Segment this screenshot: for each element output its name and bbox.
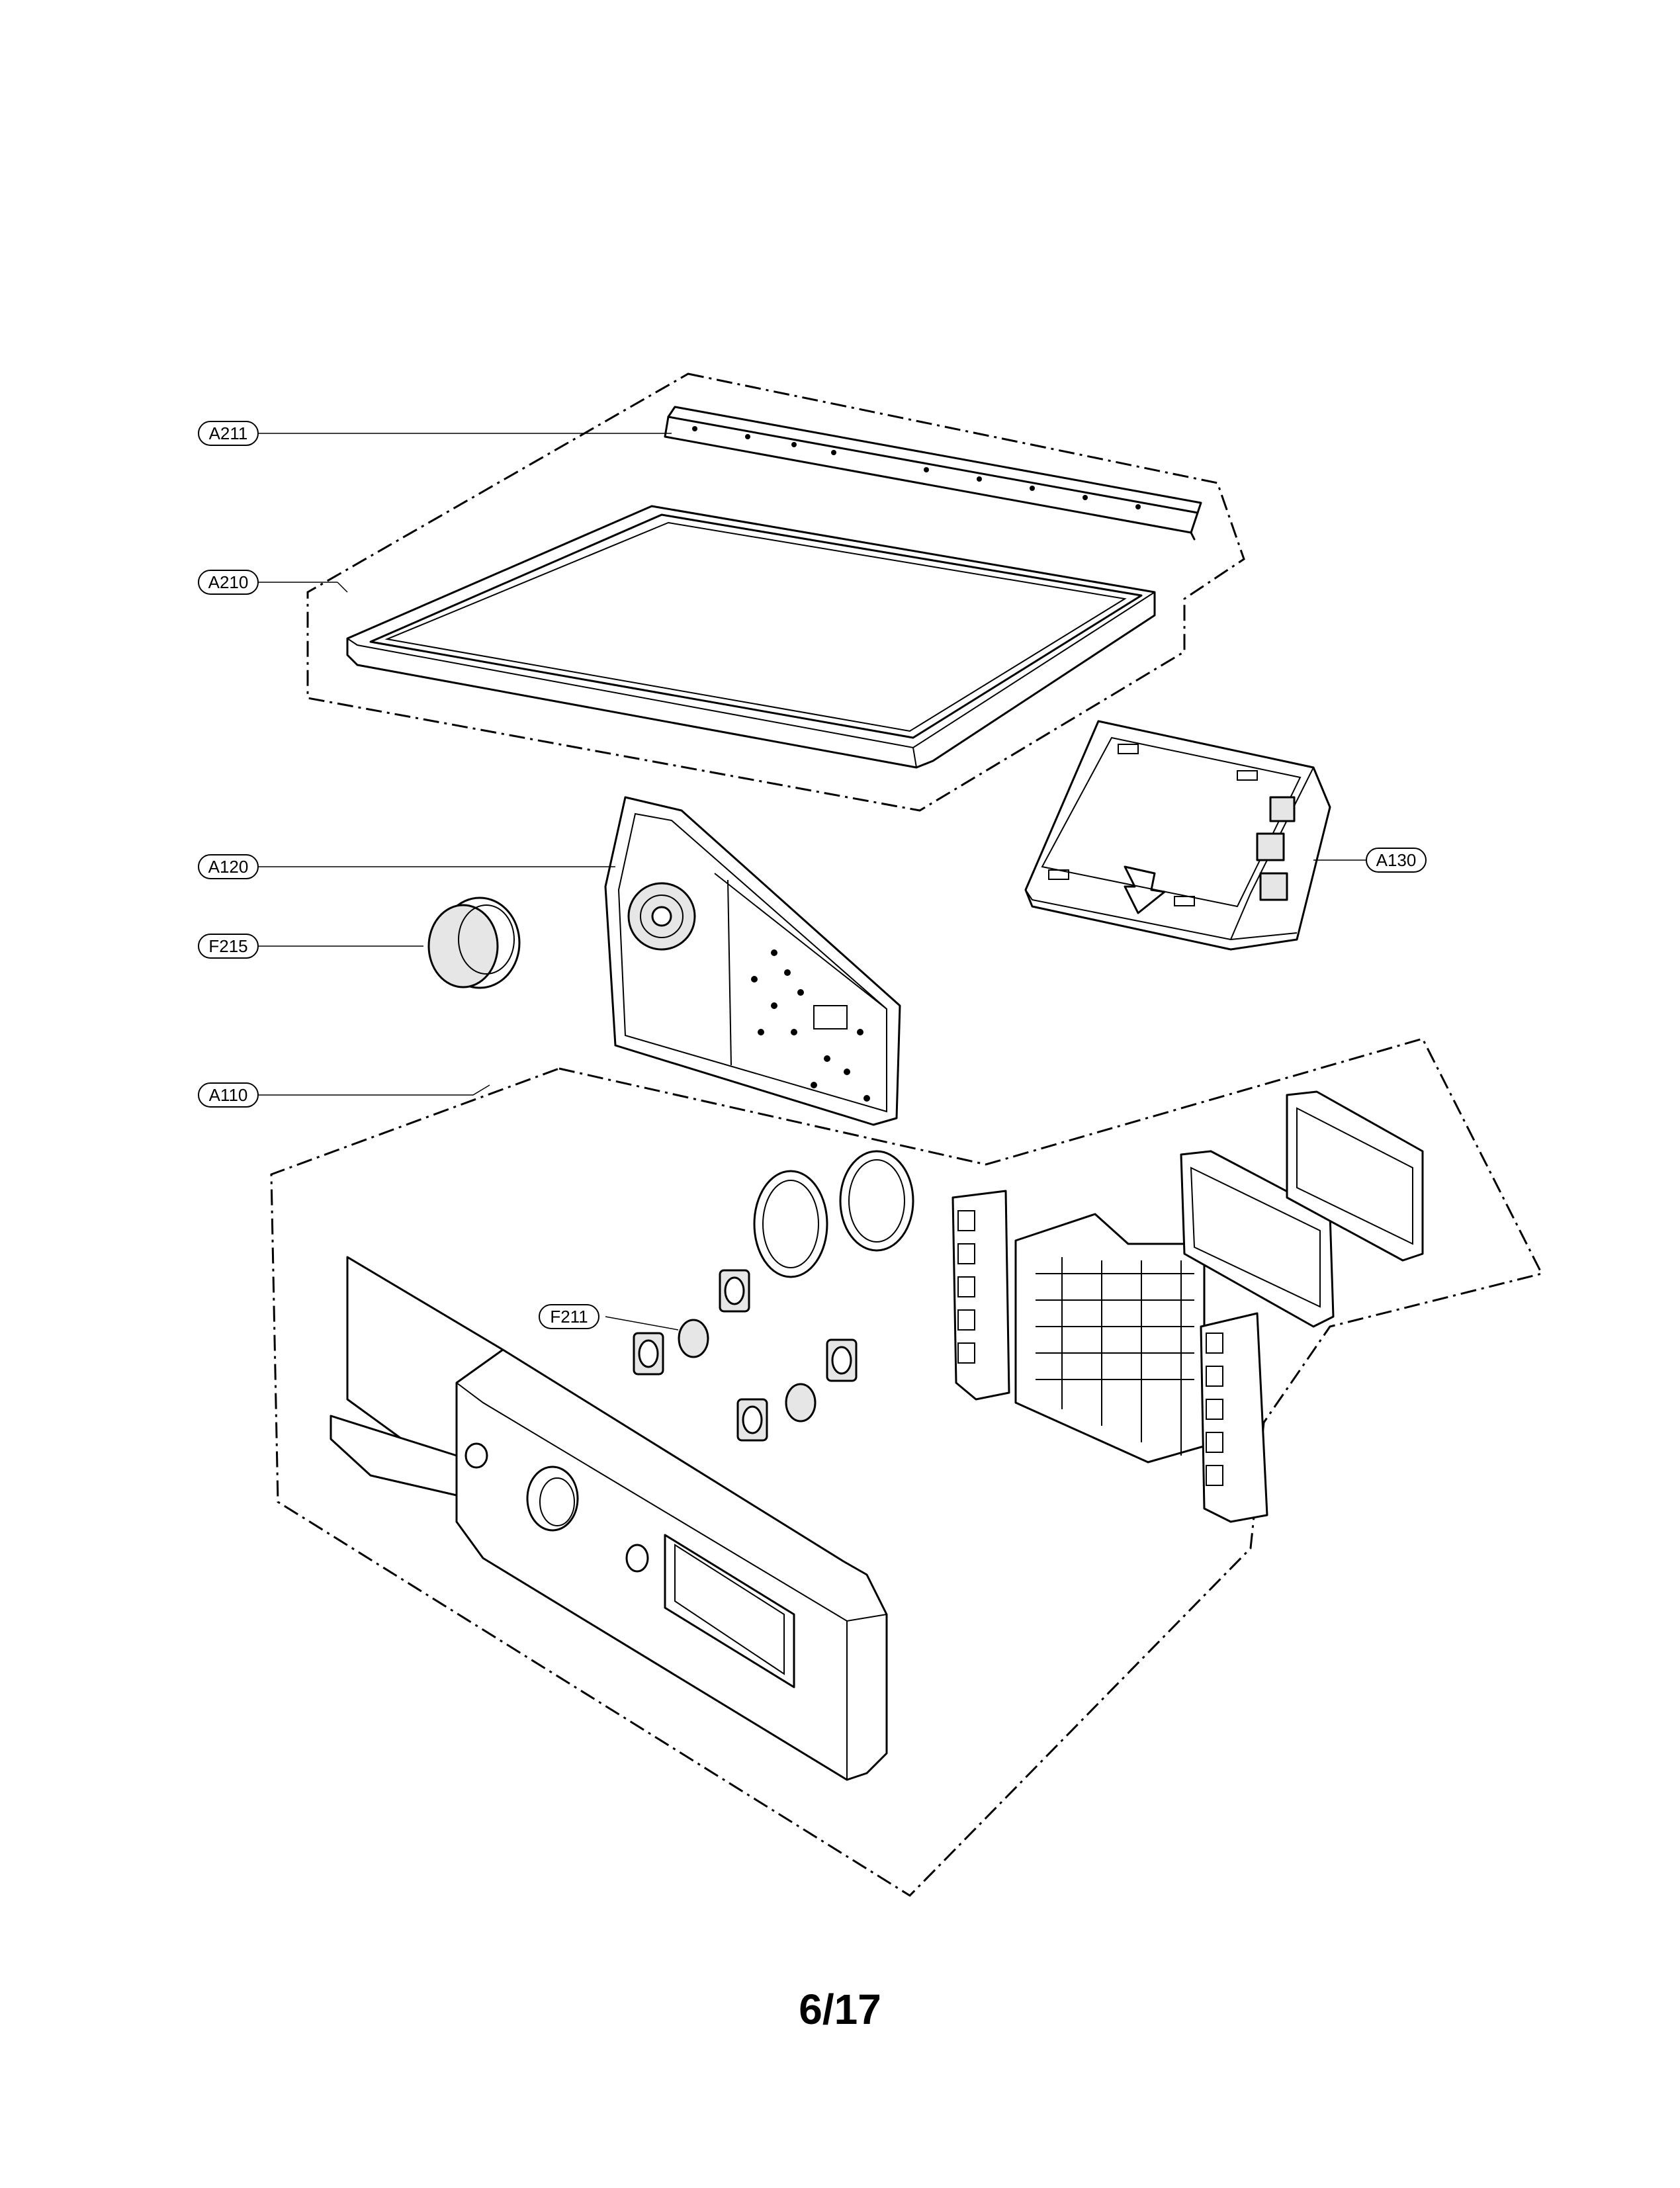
svg-text:A210: A210 — [208, 572, 249, 592]
top-cover-plate — [346, 505, 1156, 769]
svg-text:A211: A211 — [209, 423, 248, 443]
callout-A210: A210 — [198, 570, 259, 595]
push-buttons-part — [633, 1269, 858, 1442]
callout-A130: A130 — [1366, 848, 1427, 873]
svg-text:A130: A130 — [1376, 850, 1417, 870]
page-number: 6/17 — [799, 1986, 881, 2033]
top-rail-part — [664, 406, 1202, 541]
callout-F215: F215 — [198, 934, 259, 959]
callout-A120: A120 — [198, 854, 259, 879]
top-group-boundary — [306, 372, 1245, 812]
svg-text:A120: A120 — [208, 857, 249, 877]
control-box-part — [1024, 720, 1331, 951]
display-window-frames-part — [1180, 1090, 1424, 1328]
svg-text:A110: A110 — [209, 1085, 248, 1105]
callout-F211: F211 — [539, 1304, 599, 1329]
leader-lines — [258, 433, 1366, 1331]
front-group-boundary — [270, 1037, 1544, 1897]
dial-knob-part — [427, 897, 521, 989]
callout-A211: A211 — [198, 421, 259, 446]
front-control-panel-part — [330, 1256, 888, 1781]
button-rings-part — [753, 1150, 914, 1278]
svg-text:F211: F211 — [550, 1307, 588, 1327]
control-board-part — [604, 796, 901, 1126]
svg-text:F215: F215 — [208, 936, 247, 956]
callout-A110: A110 — [198, 1082, 259, 1108]
panel-bracket-part — [951, 1190, 1268, 1523]
